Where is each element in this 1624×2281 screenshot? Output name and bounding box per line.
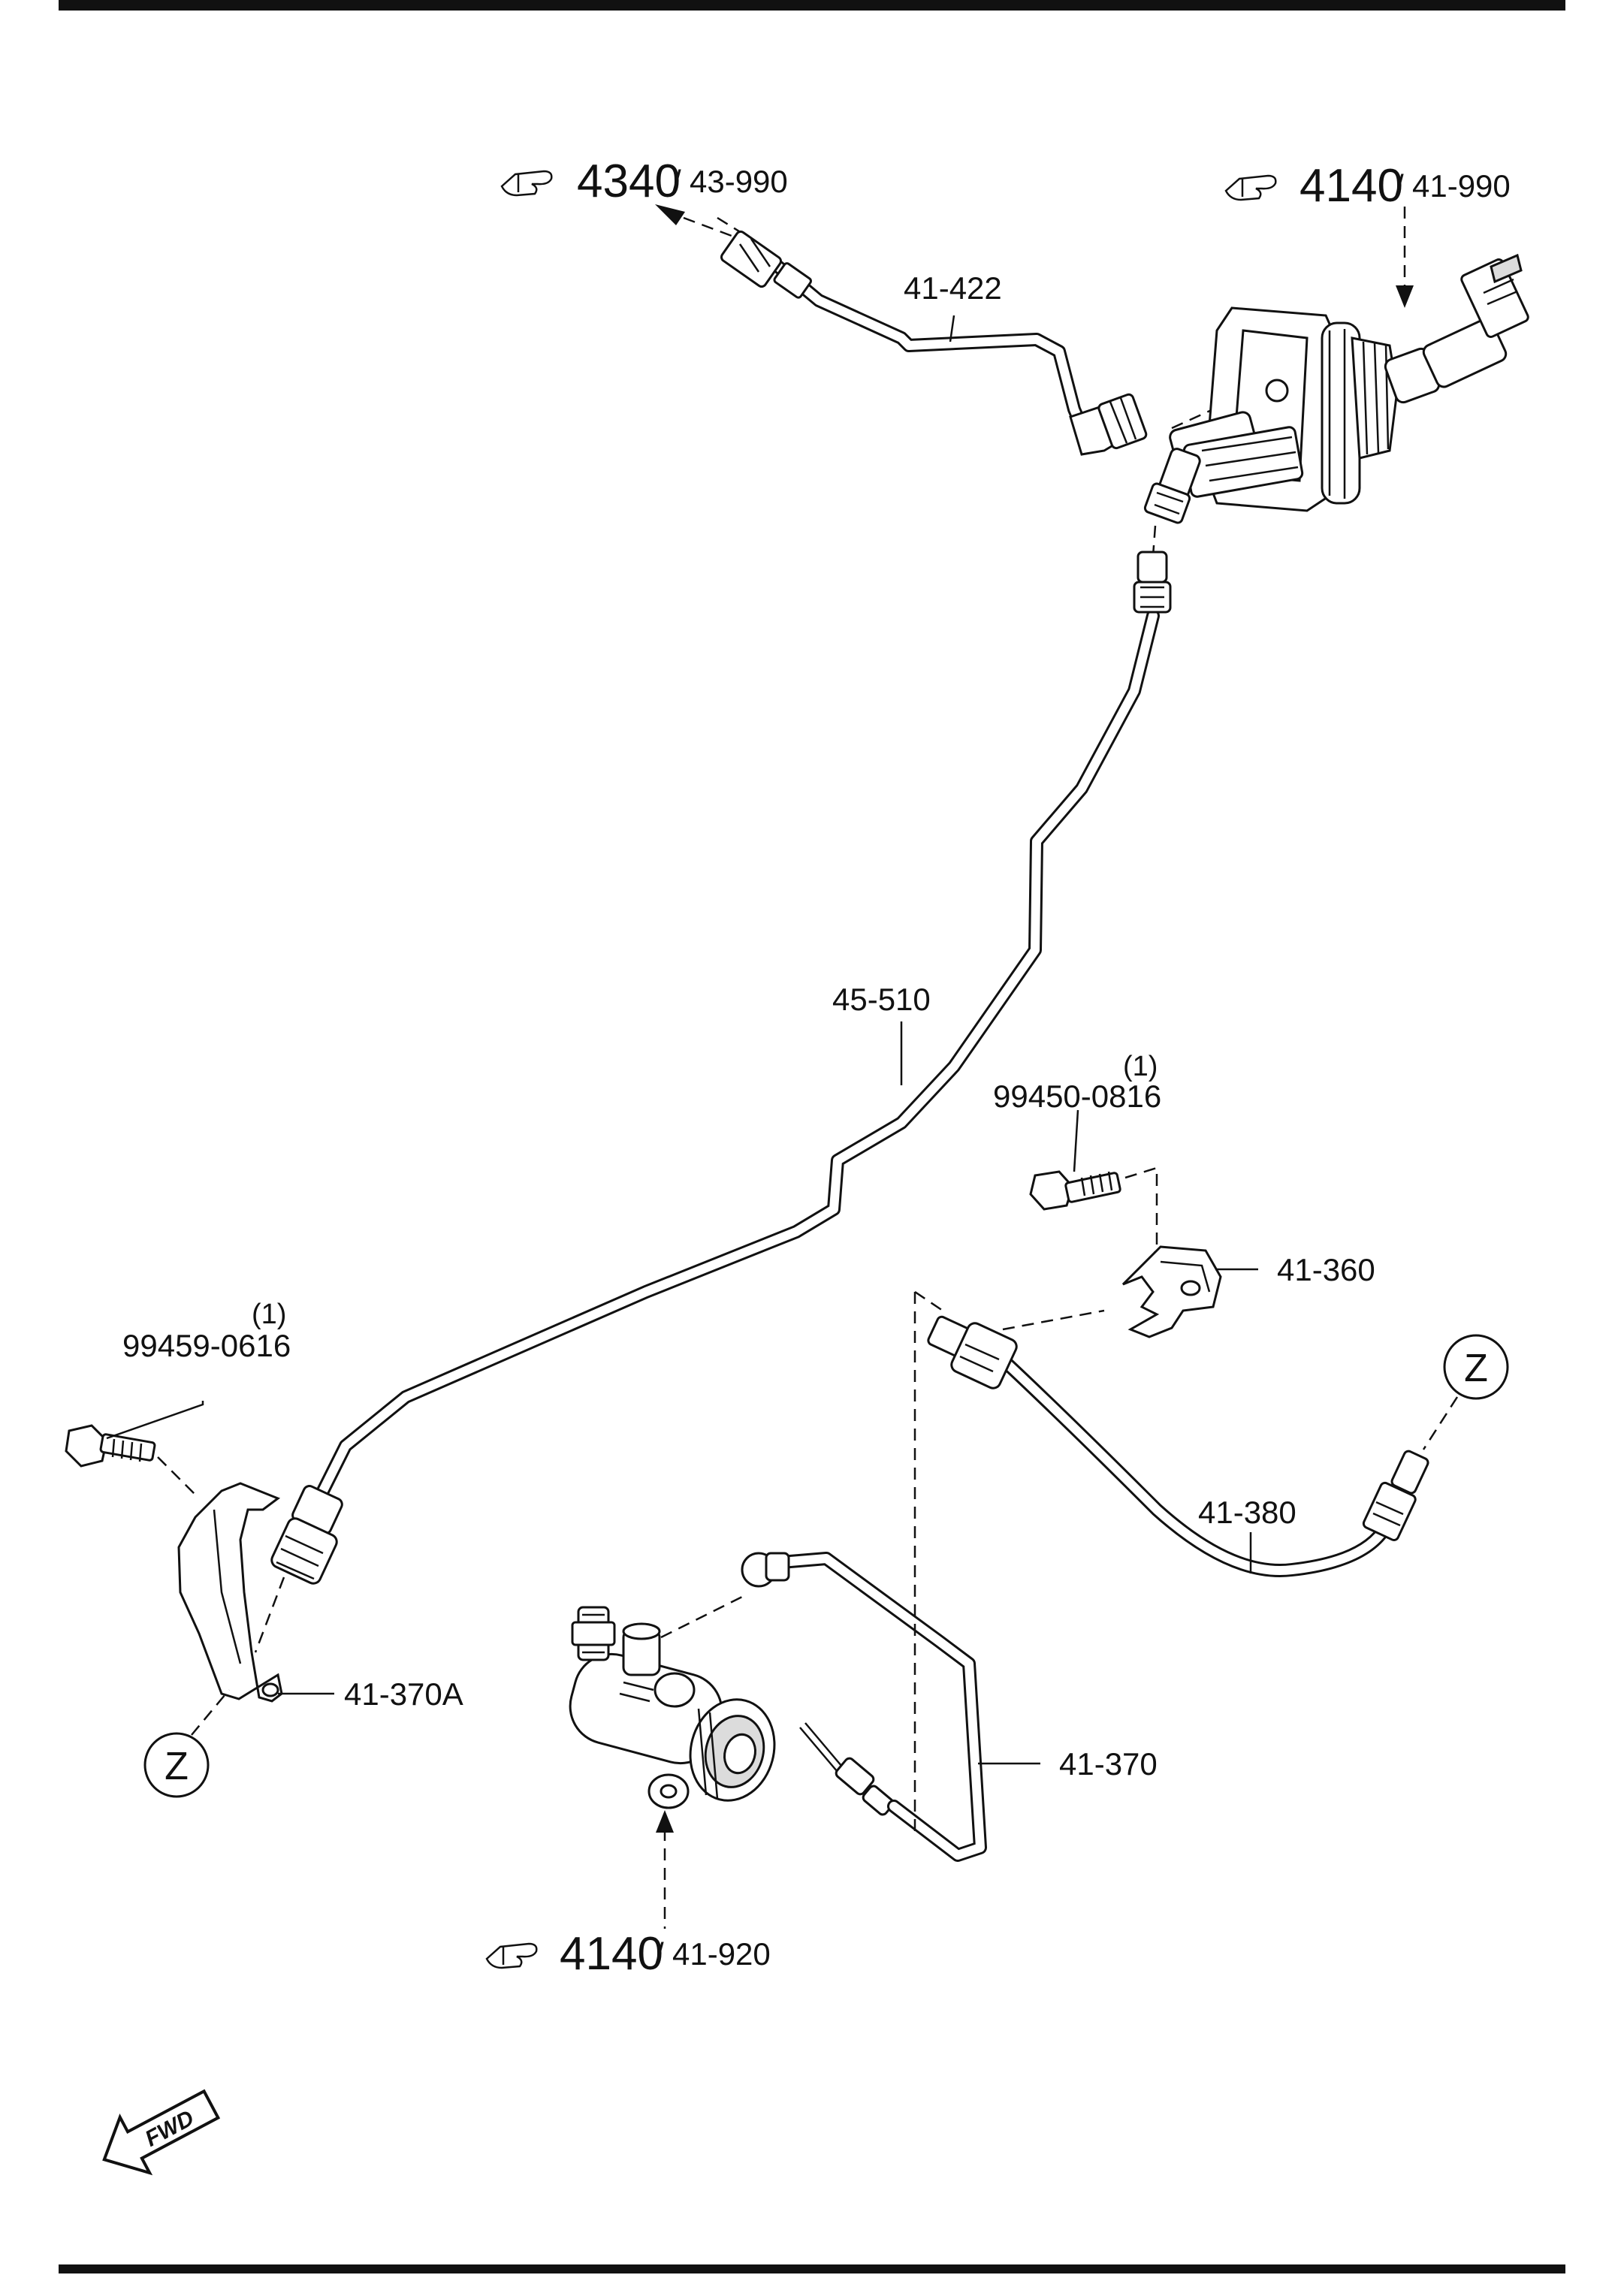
hose-fitting-right — [1362, 1450, 1429, 1542]
label-41-360[interactable]: 41-360 — [1277, 1252, 1375, 1287]
bottom-border-bar — [59, 2264, 1565, 2273]
bolt-99459-leader — [157, 1456, 196, 1495]
reference-4140-top[interactable]: 4140 / 41-990 — [1224, 160, 1511, 212]
ref-4340-sub: 43-990 — [690, 164, 788, 199]
label-41-370A[interactable]: 41-370A — [344, 1676, 463, 1712]
ref-4340-sep: / — [672, 164, 681, 199]
pipe-flare-fitting-top — [1133, 551, 1172, 614]
top-border-bar — [59, 0, 1565, 11]
label-41-380[interactable]: 41-380 — [1198, 1495, 1296, 1530]
leader-99459 — [106, 1401, 204, 1440]
pointing-hand-icon — [1224, 174, 1277, 201]
reference-4140-bottom[interactable]: 4140 / 41-920 — [485, 1928, 771, 1980]
clutch-pipe-41-422[interactable] — [720, 230, 1148, 456]
leader-41-422 — [949, 315, 955, 342]
ref-4140-top-arrowhead — [1396, 285, 1414, 308]
label-99459-0616[interactable]: 99459-0616 — [122, 1328, 291, 1363]
z-marker-left: Z — [143, 1732, 210, 1798]
clutch-pipe-41-370[interactable] — [741, 1552, 987, 1862]
flare-nut-fitting — [720, 230, 812, 299]
pipe-41-422-to-master-leader — [1171, 408, 1214, 430]
pipe-flare-fitting-bottom — [270, 1485, 343, 1585]
pipe-370-fitting — [741, 1552, 790, 1588]
bolt-99450-0816[interactable] — [1029, 1170, 1121, 1211]
ref-4140-top-sub: 41-990 — [1412, 168, 1511, 204]
z-left-leader — [191, 1689, 230, 1736]
release-pushrod[interactable] — [799, 1722, 895, 1816]
z-marker-right-label: Z — [1464, 1347, 1488, 1390]
master-to-pipe-leader — [1152, 525, 1157, 557]
ref-4140-bottom-page: 4140 — [560, 1928, 663, 1980]
ref-4140-top-page: 4140 — [1300, 160, 1403, 212]
ref-4140-bottom-sub: 41-920 — [672, 1936, 771, 1972]
label-41-370[interactable]: 41-370 — [1059, 1746, 1158, 1782]
ref-4140-bottom-arrowhead — [656, 1810, 674, 1833]
z-marker-left-label: Z — [165, 1745, 189, 1788]
z-right-leader — [1422, 1396, 1459, 1450]
bolt-99459-0616[interactable] — [65, 1424, 156, 1468]
ref-4140-bottom-sep: / — [655, 1936, 664, 1972]
clutch-pipe-45-510[interactable] — [269, 551, 1172, 1586]
clutch-release-cylinder[interactable] — [562, 1606, 786, 1810]
hose-to-bracket-leader — [1002, 1309, 1105, 1331]
bracket-41-370A[interactable] — [177, 1482, 283, 1703]
hose-fitting-left — [927, 1315, 1018, 1389]
clutch-master-cylinder[interactable] — [1143, 253, 1529, 524]
bracket-370A-pipe-leader — [254, 1576, 285, 1653]
ref-4340-leader-2 — [683, 216, 744, 242]
pipe-370-leader-hook — [914, 1290, 943, 1312]
ref-4140-top-sep: / — [1395, 168, 1404, 204]
elbow-fitting — [1069, 393, 1148, 456]
pointing-hand-icon — [500, 170, 553, 197]
label-45-510[interactable]: 45-510 — [832, 982, 931, 1017]
label-99450-qty: (1) — [1123, 1051, 1158, 1082]
fwd-arrow-icon: FWD — [102, 2089, 221, 2176]
bracket-41-360[interactable] — [1121, 1245, 1222, 1338]
ref-4340-leader — [717, 216, 752, 240]
z-marker-right: Z — [1443, 1334, 1509, 1400]
label-99459-qty: (1) — [252, 1299, 286, 1330]
leader-99450 — [1073, 1109, 1079, 1172]
release-cylinder-pipe-leader — [660, 1595, 744, 1639]
label-41-422[interactable]: 41-422 — [904, 270, 1002, 306]
ref-4340-arrowhead — [655, 204, 685, 225]
clutch-hose-41-380[interactable] — [927, 1315, 1429, 1577]
reference-4340[interactable]: 4340 / 43-990 — [500, 155, 788, 207]
label-99450-0816[interactable]: 99450-0816 — [993, 1079, 1161, 1114]
pointing-hand-icon — [485, 1942, 538, 1969]
ref-4340-page: 4340 — [577, 155, 681, 207]
